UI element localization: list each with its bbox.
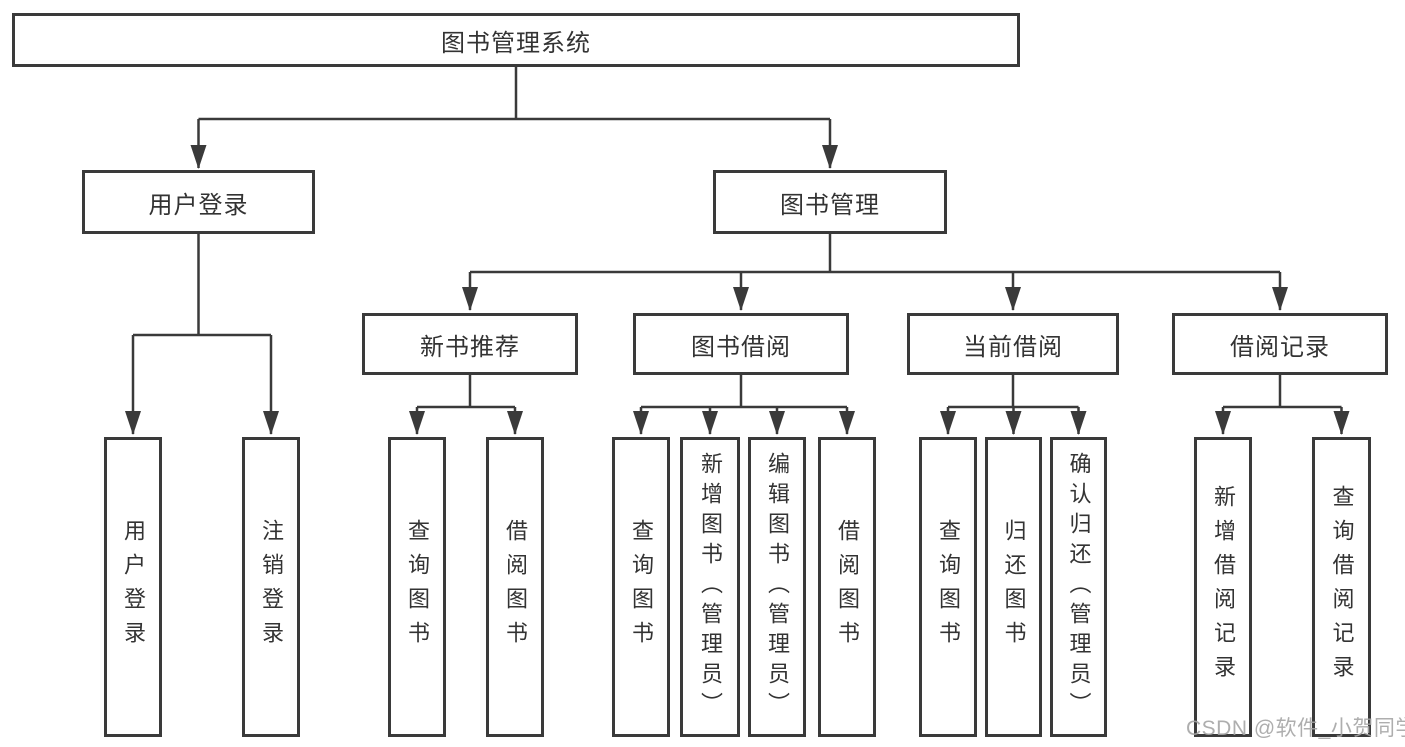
arrow-down-icon <box>1005 287 1021 311</box>
leaf-cb-query-books: 查询图书 <box>919 437 977 737</box>
arrow-down-icon <box>125 411 141 435</box>
edge-borrow-records-children <box>1221 375 1343 434</box>
leaf-cb-return-books: 归还图书 <box>985 437 1042 737</box>
arrow-down-icon <box>1070 411 1087 435</box>
leaf-br-query-record: 查询借阅记录 <box>1312 437 1371 737</box>
arrow-down-icon <box>1272 287 1288 311</box>
node-current-borrowing-label: 当前借阅 <box>963 333 1063 361</box>
edge-book-management-children <box>468 234 1282 310</box>
arrow-down-icon <box>769 411 785 435</box>
leaf-cb-return-books-label: 归还图书 <box>1001 519 1027 655</box>
edge-root-children <box>197 67 832 168</box>
leaf-user-login: 用户登录 <box>104 437 162 737</box>
leaf-bb-add-books: 新增图书（管理员） <box>680 437 740 737</box>
arrow-down-icon <box>263 411 279 435</box>
leaf-logout-label: 注销登录 <box>259 519 284 655</box>
arrow-down-icon <box>940 411 956 435</box>
arrow-down-icon <box>190 145 207 169</box>
leaf-cb-confirm-return: 确认归还（管理员） <box>1050 437 1107 737</box>
edge-new-book-recommend-children <box>415 375 517 434</box>
leaf-rec-borrow-books-label: 借阅图书 <box>503 519 528 655</box>
edge-user-login-children <box>131 234 273 434</box>
node-book-management-label: 图书管理 <box>780 191 880 219</box>
arrow-down-icon <box>839 411 855 435</box>
leaf-cb-query-books-label: 查询图书 <box>936 519 961 655</box>
leaf-br-query-record-label: 查询借阅记录 <box>1329 485 1355 689</box>
arrow-down-icon <box>822 145 838 169</box>
arrow-down-icon <box>507 411 523 435</box>
leaf-br-add-record: 新增借阅记录 <box>1194 437 1252 737</box>
leaf-bb-query-books-label: 查询图书 <box>629 519 654 655</box>
node-book-borrowing: 图书借阅 <box>633 313 849 375</box>
leaf-rec-borrow-books: 借阅图书 <box>486 437 544 737</box>
leaf-bb-borrow-books-label: 借阅图书 <box>835 519 860 655</box>
node-current-borrowing: 当前借阅 <box>907 313 1119 375</box>
node-root: 图书管理系统 <box>12 13 1020 67</box>
node-new-book-recommend: 新书推荐 <box>362 313 578 375</box>
leaf-bb-query-books: 查询图书 <box>612 437 670 737</box>
leaf-br-add-record-label: 新增借阅记录 <box>1211 485 1236 689</box>
leaf-rec-query-books-label: 查询图书 <box>405 519 430 655</box>
arrow-down-icon <box>1333 411 1350 435</box>
arrow-down-icon <box>409 411 425 435</box>
node-borrow-records-label: 借阅记录 <box>1230 333 1330 361</box>
arrow-down-icon <box>633 411 649 435</box>
leaf-bb-add-books-label: 新增图书（管理员） <box>698 452 723 722</box>
node-book-management: 图书管理 <box>713 170 947 234</box>
csdn-watermark: CSDN @软件_小贺同学 <box>1186 717 1405 740</box>
leaf-bb-borrow-books: 借阅图书 <box>818 437 876 737</box>
edge-book-borrowing-children <box>639 375 849 434</box>
node-root-label: 图书管理系统 <box>441 29 591 57</box>
arrow-down-icon <box>733 287 749 311</box>
leaf-user-login-label: 用户登录 <box>121 519 146 655</box>
node-borrow-records: 借阅记录 <box>1172 313 1388 375</box>
node-new-book-recommend-label: 新书推荐 <box>420 333 520 361</box>
leaf-logout: 注销登录 <box>242 437 300 737</box>
node-book-borrowing-label: 图书借阅 <box>691 333 791 361</box>
node-user-login: 用户登录 <box>82 170 315 234</box>
node-user-login-label: 用户登录 <box>148 191 249 219</box>
leaf-bb-edit-books-label: 编辑图书（管理员） <box>765 452 790 722</box>
arrow-down-icon <box>462 287 478 311</box>
arrow-down-icon <box>1215 411 1231 435</box>
leaf-cb-confirm-return-label: 确认归还（管理员） <box>1066 452 1092 722</box>
leaf-bb-edit-books: 编辑图书（管理员） <box>748 437 806 737</box>
arrow-down-icon <box>702 411 718 435</box>
arrow-down-icon <box>1005 411 1022 435</box>
leaf-rec-query-books: 查询图书 <box>388 437 446 737</box>
